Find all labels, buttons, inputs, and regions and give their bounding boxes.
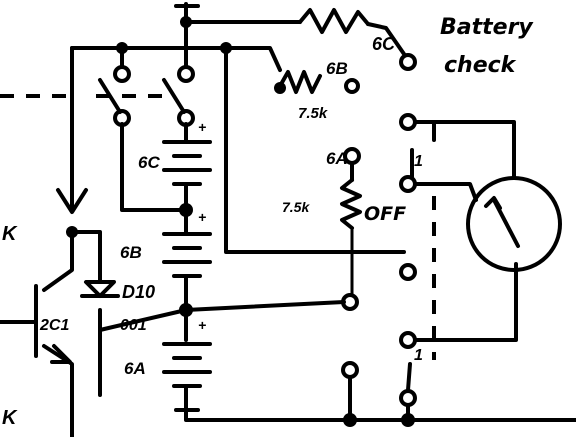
resistor-6b-value: 7.5k	[298, 105, 328, 122]
wire	[414, 120, 436, 142]
wire	[414, 262, 518, 342]
battery-plus-sign: +	[198, 119, 206, 135]
position-label: 1	[414, 347, 423, 364]
switch-blade	[406, 362, 412, 392]
wire	[120, 122, 188, 212]
off-label: OFF	[364, 203, 406, 225]
resistor-6b	[278, 70, 322, 94]
transistor-emitter	[42, 344, 74, 437]
bottom-rail	[184, 384, 576, 422]
junction-dot	[343, 413, 357, 427]
switch-terminal-6b	[344, 78, 360, 94]
battery-plus-sign: +	[198, 209, 206, 225]
switch-terminal	[341, 361, 359, 379]
battery-6a-label: 6A	[124, 359, 146, 378]
battery-6b-label: 6B	[120, 243, 142, 262]
left-k-label: K	[2, 223, 18, 245]
junction-dot	[179, 203, 193, 217]
switch-terminal	[399, 389, 417, 407]
switch-blade	[162, 78, 186, 114]
transistor-label: 2C1	[39, 317, 69, 334]
battery-plus-sign: +	[198, 317, 206, 333]
switch-terminal	[177, 65, 195, 83]
switch-terminal	[399, 113, 417, 131]
meter-circle	[466, 176, 562, 272]
transistor-label-2: 001	[120, 317, 147, 334]
left-k-label: K	[2, 407, 18, 429]
transistor-emitter-arrow	[50, 344, 72, 364]
wire	[184, 300, 346, 312]
top-rail-wire	[184, 2, 302, 24]
switch-label-6c: 6C	[372, 34, 396, 54]
switch-blade	[98, 78, 122, 114]
battery-6c-label: 6C	[138, 153, 160, 172]
transistor-collector	[42, 230, 74, 292]
wire-6c-to-switch	[366, 22, 406, 56]
wire	[224, 46, 406, 254]
switch-label-6a: 6A	[326, 149, 348, 168]
wire	[224, 46, 282, 72]
switch-terminal	[399, 331, 417, 349]
switch-terminal-6c	[399, 53, 417, 71]
arrow-head	[56, 188, 88, 214]
switch-terminal	[113, 65, 131, 83]
battery-check-title-1: Battery	[440, 15, 534, 40]
resistor-6a-value: 7.5k	[282, 199, 310, 215]
diode-label: D10	[122, 282, 155, 302]
switch-label-6b: 6B	[326, 59, 348, 78]
position-label: 1	[414, 153, 423, 170]
wire	[432, 120, 516, 180]
resistor-6a	[340, 178, 362, 230]
meter-needle-head	[484, 196, 502, 210]
resistor-6c	[298, 8, 370, 34]
junction-dot	[274, 82, 286, 94]
wire	[414, 182, 478, 202]
diode-symbol	[80, 280, 120, 298]
switch-terminal	[399, 263, 417, 281]
battery-check-title-2: check	[444, 53, 517, 78]
